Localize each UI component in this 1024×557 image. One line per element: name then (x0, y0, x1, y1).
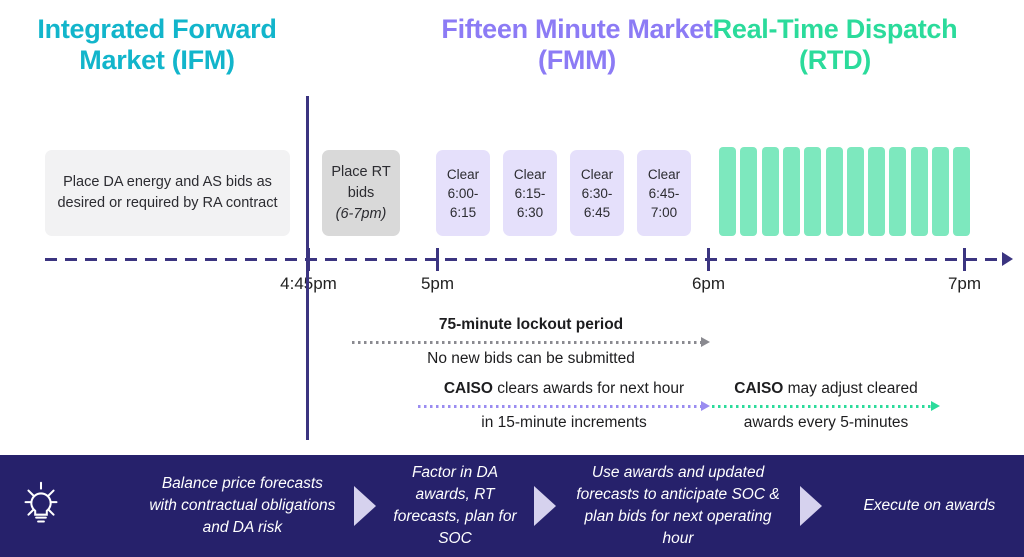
clear-box-1: Clear 6:00- 6:15 (436, 150, 490, 236)
lightbulb-icon (24, 481, 58, 523)
market-title-fmm: Fifteen Minute Market (FMM) (441, 14, 713, 75)
rt-bids-line2: bids (347, 184, 375, 201)
timeline-axis (45, 258, 1005, 261)
action-step-3: Use awards and updated forecasts to anti… (576, 464, 780, 547)
annotation-fmm-arrow-icon (418, 401, 710, 411)
tick-label-3: 6pm (691, 274, 726, 293)
annotation-lockout-subtitle: No new bids can be submitted (427, 350, 635, 367)
clear-label: Clear (580, 166, 614, 182)
market-title-ifm: Integrated Forward Market (IFM) (37, 14, 277, 75)
clear-label: Clear (647, 166, 681, 182)
rt-bids-window: (6-7pm) (335, 205, 387, 222)
rtd-bar-10 (910, 147, 928, 236)
annotation-lockout-title-bold: 75-minute lockout period (438, 316, 624, 333)
clear-range-start: 6:15- (514, 185, 546, 201)
rtd-bar-11 (932, 147, 949, 236)
rtd-bar-9 (889, 147, 907, 236)
tick-label-4: 7pm (947, 274, 982, 293)
rtd-bar-7 (846, 147, 864, 236)
rtd-bar-4 (782, 147, 800, 236)
tick-label-2: 5pm (420, 274, 455, 293)
rtd-bar-3 (761, 147, 779, 236)
rtd-bar-8 (868, 147, 886, 236)
annotation-fmm-title-bold: CAISO (443, 380, 493, 397)
tick-mark-2 (436, 248, 439, 271)
clear-range-end: 7:00 (650, 204, 678, 220)
timeline-axis-arrow-icon (1002, 252, 1013, 266)
step-arrow-icon-3 (799, 486, 822, 526)
rtd-bar-6 (825, 147, 843, 236)
market-title-rtd: Real-Time Dispatch (RTD) (712, 14, 958, 75)
rtd-bar-12 (953, 147, 971, 236)
annotation-lockout-arrow-icon (352, 337, 710, 347)
annotation-rtd-title-bold: CAISO (734, 380, 784, 397)
annotation-rtd-title-rest: may adjust cleared (783, 380, 918, 397)
action-steps-bar: Balance price forecasts with contractual… (0, 455, 1024, 557)
action-step-2: Factor in DA awards, RT forecasts, plan … (393, 464, 517, 547)
rt-bids-line1: Place RT (331, 163, 391, 180)
tick-mark-3 (707, 248, 710, 271)
clear-range-end: 6:15 (449, 204, 477, 220)
annotation-fmm-title-rest: clears awards for next hour (492, 380, 685, 397)
clear-range-end: 6:45 (583, 204, 611, 220)
step-arrow-icon-2 (534, 486, 557, 526)
ifm-activity-text: Place DA energy and AS bids as desired o… (57, 174, 278, 211)
rtd-bar-1 (719, 147, 736, 236)
clear-range-start: 6:00- (447, 185, 479, 201)
clear-label: Clear (446, 166, 480, 182)
clear-range-start: 6:30- (581, 185, 613, 201)
tick-mark-4 (963, 248, 966, 271)
annotation-lockout-title: 75-minute lockout period (352, 314, 710, 336)
annotation-fmm-subtitle: in 15-minute increments (481, 414, 647, 431)
clear-box-3: Clear 6:30- 6:45 (570, 150, 624, 236)
annotation-fmm-title: CAISO clears awards for next hour (418, 378, 710, 400)
clear-label: Clear (513, 166, 547, 182)
rtd-bar-5 (804, 147, 822, 236)
clear-range-start: 6:45- (648, 185, 680, 201)
rtd-bar-2 (740, 147, 758, 236)
action-step-4: Execute on awards (863, 497, 996, 514)
annotation-rtd-adjust: CAISO may adjust cleared awards every 5-… (712, 378, 940, 434)
step-arrow-icon-1 (353, 486, 376, 526)
rt-bids-box: Place RT bids (6-7pm) (322, 150, 400, 236)
annotation-rtd-subtitle: awards every 5-minutes (743, 414, 909, 431)
clear-box-4: Clear 6:45- 7:00 (637, 150, 691, 236)
annotation-rtd-title: CAISO may adjust cleared (712, 378, 940, 400)
action-step-1: Balance price forecasts with contractual… (149, 475, 336, 536)
annotation-rtd-arrow-icon (712, 401, 940, 411)
annotation-fmm-clearing: CAISO clears awards for next hour in 15-… (418, 378, 710, 434)
annotation-lockout: 75-minute lockout period No new bids can… (352, 314, 710, 370)
clear-range-end: 6:30 (516, 204, 544, 220)
ifm-activity-box: Place DA energy and AS bids as desired o… (45, 150, 290, 236)
market-divider-line (306, 96, 309, 440)
clear-box-2: Clear 6:15- 6:30 (503, 150, 557, 236)
